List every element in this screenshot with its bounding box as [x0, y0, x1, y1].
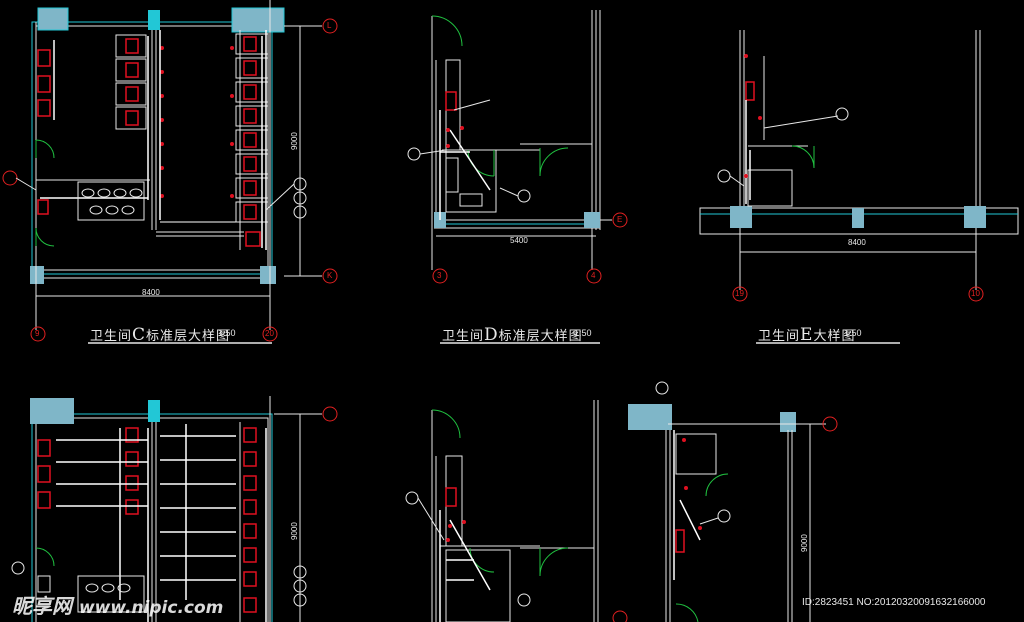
axis-label-K: K: [327, 271, 333, 280]
axis-label-20: 20: [265, 329, 274, 338]
dim-e-width: 8400: [848, 238, 866, 247]
title-c: 卫生间C标准层大样图: [90, 325, 231, 345]
axis-label-19: 19: [735, 289, 744, 298]
watermark-brand: 昵享网: [12, 594, 72, 618]
dim-lower-left-height: 9000: [290, 522, 299, 540]
axis-label-L: L: [327, 21, 332, 30]
scale-d: 1:50: [574, 328, 592, 338]
dim-d-width: 5400: [510, 236, 528, 245]
title-d: 卫生间D标准层大样图: [442, 325, 583, 345]
axis-label-9: 9: [35, 329, 40, 338]
axis-label-3: 3: [437, 271, 442, 280]
image-id-text: ID:2823451 NO:20120320091632166000: [802, 597, 986, 608]
axis-label-E: E: [617, 215, 623, 224]
plan-e: [699, 30, 1019, 302]
dim-lower-right-height: 9000: [800, 534, 809, 552]
scale-e: 1:50: [844, 328, 862, 338]
dim-c-height: 9000: [290, 132, 299, 150]
plan-c: [2, 0, 338, 342]
axis-label-10: 10: [971, 289, 980, 298]
plan-d: [407, 10, 628, 284]
title-e: 卫生间E大样图: [758, 325, 856, 345]
axis-label-4: 4: [591, 271, 596, 280]
plan-lower-left: [11, 396, 338, 622]
watermark-url: www.nipic.com: [78, 598, 224, 618]
watermark: 昵享网 www.nipic.com: [12, 590, 223, 619]
plan-lower-right: [628, 381, 838, 622]
dim-c-width: 8400: [142, 288, 160, 297]
scale-c: 1:50: [218, 328, 236, 338]
plan-lower-middle: [405, 400, 628, 622]
